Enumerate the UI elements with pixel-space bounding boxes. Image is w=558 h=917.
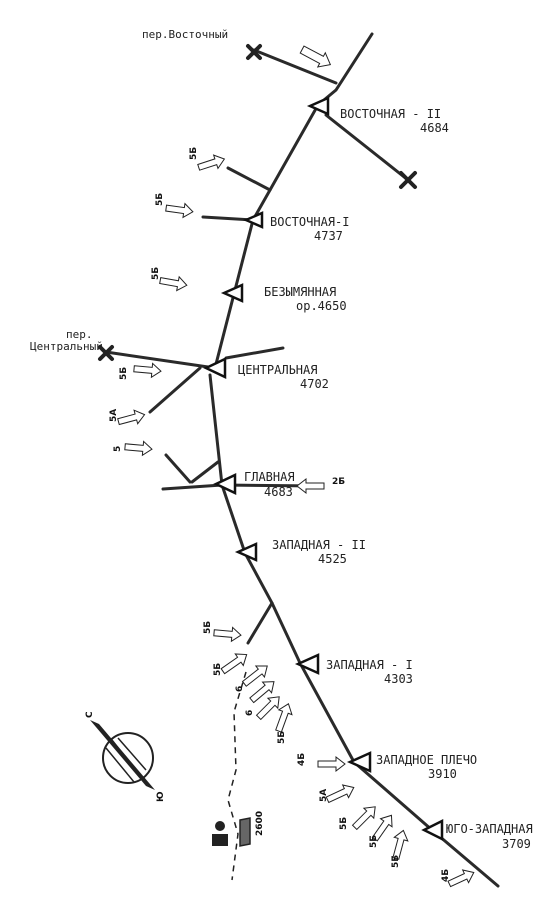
- route-grade: 5: [113, 446, 123, 452]
- peak-name: ЦЕНТРАЛЬНАЯ: [238, 363, 317, 377]
- peak-triangle-icon: [213, 473, 237, 495]
- compass: С Ю: [85, 711, 166, 802]
- base-camp: 2600: [212, 811, 265, 847]
- route-arrow-icon: [159, 275, 188, 292]
- route-grade: 2Б: [332, 477, 345, 487]
- route-grade: 5Б: [119, 367, 129, 380]
- route-arrow-icon: [299, 45, 332, 68]
- route-grade: 6: [245, 710, 255, 716]
- route-grade: 5Б: [203, 621, 213, 634]
- route-arrow-icon: [371, 814, 393, 842]
- route-grade: 5Б: [189, 147, 199, 160]
- peak-triangle-icon: [306, 96, 330, 116]
- pass-label: пер.Восточный: [142, 28, 228, 41]
- route-grade: 5Б: [151, 267, 161, 280]
- peak-triangle-icon: [421, 818, 444, 842]
- route-grade: 5Б: [277, 731, 287, 744]
- route-grade: 5Б: [155, 193, 165, 206]
- camp-figure-icon: [212, 834, 228, 846]
- pass-label: пер.: [66, 328, 93, 341]
- route-grade: 6: [235, 686, 245, 692]
- route-arrow-icon: [213, 626, 242, 643]
- pass-label: Центральный: [30, 340, 103, 353]
- pass-vostochny-cross-icon: [246, 44, 262, 60]
- peak-elevation: 4683: [264, 485, 293, 499]
- route-arrow-icon: [255, 696, 280, 721]
- route-grade: 5Б: [339, 817, 349, 830]
- camp-flag-icon: [239, 817, 251, 847]
- pass-centralny-cross-icon: [98, 345, 114, 361]
- peak-markers: [203, 96, 444, 842]
- peak-triangle-icon: [234, 542, 258, 562]
- route-arrows: [117, 45, 475, 888]
- peak-name: БЕЗЫМЯННАЯ: [264, 285, 336, 299]
- camp-person-icon: [215, 821, 225, 831]
- compass-needle-icon: [90, 720, 155, 790]
- pass-crosses: [98, 44, 417, 361]
- route-grade: 5А: [319, 789, 329, 802]
- peak-elevation: 4525: [318, 552, 347, 566]
- approach-trail: [227, 671, 247, 881]
- route-arrow-icon: [124, 440, 153, 457]
- route-grade: 5А: [109, 409, 119, 422]
- route-grade: 5Б: [369, 835, 379, 848]
- peak-elevation: 4737: [314, 229, 343, 243]
- route-arrow-icon: [117, 409, 146, 426]
- route-grade: 5Б: [391, 855, 401, 868]
- peak-name: ВОСТОЧНАЯ-I: [270, 215, 349, 229]
- route-arrow-icon: [351, 806, 376, 831]
- peak-name: ВОСТОЧНАЯ - II: [340, 107, 441, 121]
- route-arrow-icon: [325, 784, 355, 804]
- route-arrow-icon: [197, 154, 226, 171]
- peak-triangle-icon: [242, 211, 264, 229]
- peak-elevation: 4702: [300, 377, 329, 391]
- peak-elevation: 3910: [428, 767, 457, 781]
- route-arrow-icon: [220, 653, 248, 675]
- peak-elevation: ор.4650: [296, 299, 347, 313]
- peak-name: ЮГО-ЗАПАДНАЯ: [446, 822, 533, 836]
- compass-north: С: [85, 711, 95, 718]
- camp-elevation: 2600: [255, 811, 265, 836]
- peak-name: ЗАПАДНАЯ - I: [326, 658, 413, 672]
- route-grade: 4Б: [441, 869, 451, 882]
- route-arrow-icon: [296, 477, 325, 495]
- peak-triangle-icon: [294, 653, 320, 675]
- peak-elevation: 4303: [384, 672, 413, 686]
- route-arrow-icon: [249, 681, 275, 704]
- peak-triangle-icon: [203, 357, 227, 379]
- route-arrow-icon: [392, 829, 409, 860]
- route-arrow-icon: [165, 202, 194, 219]
- pass-east-end-cross-icon: [399, 171, 417, 189]
- route-grade: 5Б: [213, 663, 223, 676]
- route-arrow-icon: [275, 703, 293, 733]
- peak-name: ГЛАВНАЯ: [244, 470, 295, 484]
- peak-triangle-icon: [220, 283, 244, 303]
- peak-triangle-icon: [346, 751, 372, 773]
- route-arrow-icon: [447, 869, 475, 888]
- route-arrow-icon: [133, 362, 162, 379]
- compass-south: Ю: [156, 791, 166, 802]
- route-arrow-icon: [317, 755, 346, 773]
- peak-name: ЗАПАДНАЯ - II: [272, 538, 366, 552]
- route-grade: 4Б: [297, 753, 307, 766]
- peak-name: ЗАПАДНОЕ ПЛЕЧО: [376, 753, 477, 767]
- peak-elevation: 4684: [420, 121, 449, 135]
- route-arrow-icon: [241, 665, 268, 687]
- peak-elevation: 3709: [502, 837, 531, 851]
